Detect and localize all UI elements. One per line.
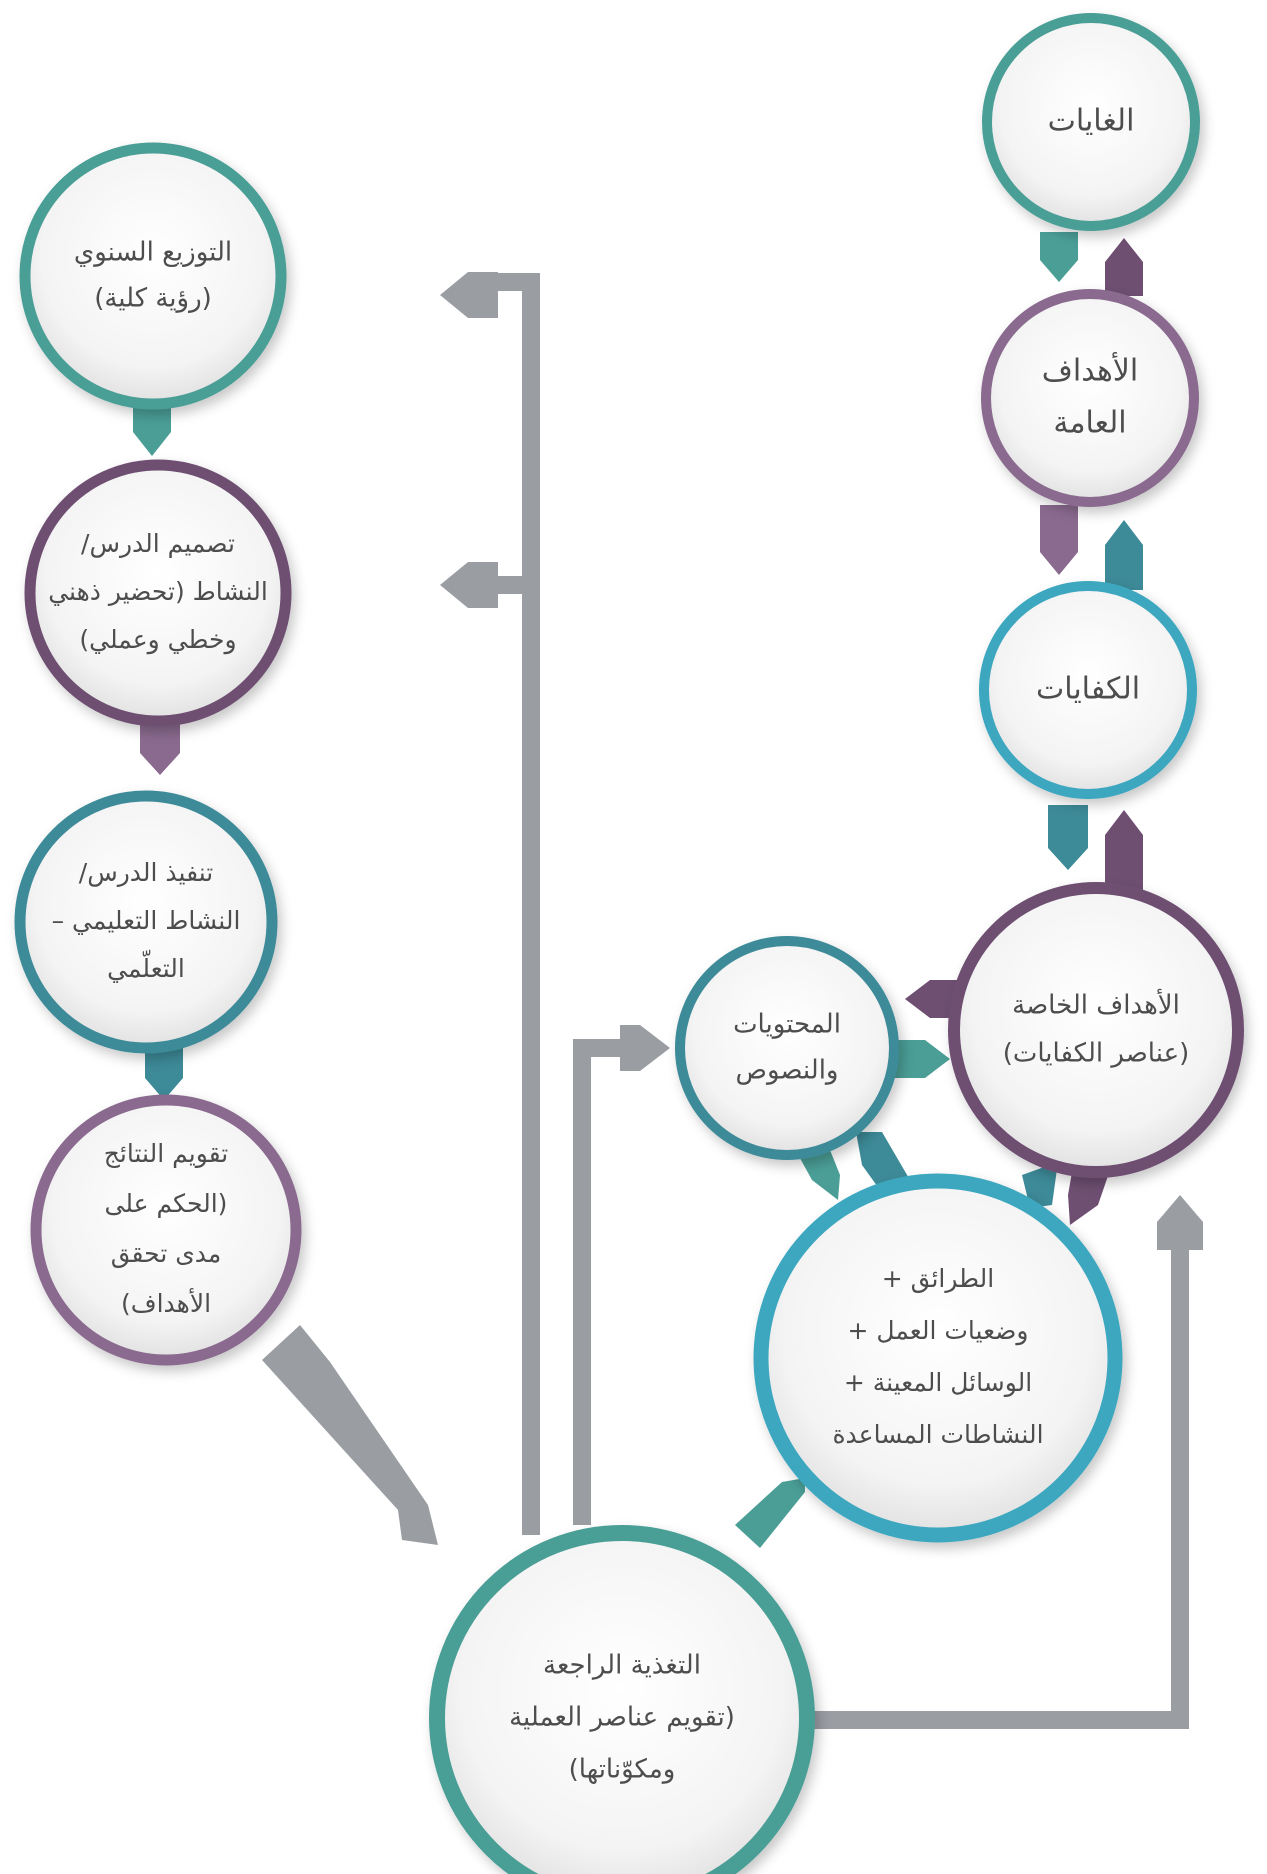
node-circle: [675, 936, 899, 1160]
node-label-line: الأهداف الخاصة: [1012, 988, 1180, 1021]
node-label-line: (رؤية كلية): [94, 284, 212, 314]
node-circle: [429, 1525, 815, 1874]
node-circle: [981, 289, 1199, 507]
node-goals: الغايات: [982, 13, 1200, 231]
node-circle: [982, 13, 1200, 231]
node-label-line: وضعيات العمل +: [848, 1316, 1029, 1346]
arrow-feedback-to-methods: [735, 1478, 805, 1548]
node-circle: [979, 581, 1197, 799]
node-label-line: (عناصر الكفايات): [1003, 1039, 1189, 1069]
gray-arrowheads: [262, 272, 1203, 1545]
node-label-line: المحتويات: [733, 1010, 841, 1040]
node-label-line: مدى تحقق: [111, 1239, 222, 1268]
node-label-line: تقويم النتائج: [104, 1139, 228, 1169]
node-lesson-design: تصميم الدرس/النشاط (تحضير ذهني وخطي وعملي…: [24, 459, 292, 727]
node-circle: [753, 1173, 1123, 1543]
node-label-line: الأهداف: [1042, 351, 1138, 389]
arrow-methods-to-contents: [856, 1132, 910, 1190]
nodes: الغايات الأهداف العامة الكفايات الأهداف الخا…: [14, 13, 1244, 1874]
node-specific-objectives: الأهداف الخاصة (عناصر الكفايات): [948, 882, 1244, 1178]
node-contents: المحتويات والنصوص: [675, 936, 899, 1160]
node-lesson-execution: تنفيذ الدرس/النشاط التعليمي – التعلّمي: [14, 790, 278, 1054]
node-label-line: تصميم الدرس/: [81, 529, 235, 559]
arrow-to-contents: [620, 1025, 670, 1071]
node-label-line: الغايات: [1048, 104, 1135, 139]
arrow-evaluation-to-feedback: [262, 1325, 438, 1545]
arrow-competencies-to-specific: [1048, 805, 1088, 870]
node-label-line: النشاط التعليمي –: [52, 906, 241, 935]
node-label-line: الأهداف): [121, 1287, 211, 1318]
node-circle: [948, 882, 1244, 1178]
node-label-line: الوسائل المعينة +: [844, 1368, 1032, 1397]
node-label-line: النشاطات المساعدة: [832, 1420, 1043, 1449]
node-label-line: تنفيذ الدرس/: [79, 858, 214, 887]
node-label-line: ومكوّناتها): [569, 1755, 676, 1785]
node-label-line: الطرائق +: [882, 1264, 995, 1293]
node-label-line: النشاط (تحضير ذهني: [48, 577, 268, 606]
node-circle: [30, 1094, 302, 1366]
node-general-objectives: الأهداف العامة: [981, 289, 1199, 507]
arrow-competencies-to-general: [1105, 520, 1143, 590]
node-results-evaluation: تقويم النتائج (الحكم على مدى تحقق الأهداف): [30, 1094, 302, 1366]
arrow-methods-to-specific: [1022, 1162, 1058, 1208]
node-label-line: التغذية الراجعة: [543, 1651, 701, 1681]
feedback-to-contents-line: [573, 1039, 640, 1525]
node-label-line: التعلّمي: [107, 950, 185, 983]
arrow-general-to-goals: [1105, 238, 1143, 296]
node-label-line: الكفايات: [1036, 672, 1140, 707]
arrow-contents-to-specific: [892, 1040, 950, 1078]
feedback-to-methods-line: [800, 1240, 1189, 1729]
node-feedback: التغذية الراجعة (تقويم عناصر العملية ومكوّ…: [429, 1525, 815, 1874]
node-label-line: (تقويم عناصر العملية: [509, 1703, 735, 1733]
node-circle: [24, 459, 292, 727]
feedback-to-left-column-line: [485, 273, 540, 1535]
arrow-specific-to-competencies: [1105, 810, 1143, 890]
node-label-line: (الحكم على: [105, 1189, 228, 1219]
node-label-line: والنصوص: [736, 1056, 839, 1086]
arrow-execution-to-evaluation: [145, 1045, 183, 1100]
arrow-to-methods: [1157, 1195, 1203, 1250]
node-label-line: التوزيع السنوي: [74, 238, 232, 268]
arrow-to-annual-distribution: [440, 272, 498, 318]
node-competencies: الكفايات: [979, 581, 1197, 799]
node-methods: الطرائق + وضعيات العمل + الوسائل المعينة +…: [753, 1173, 1123, 1543]
arrow-design-to-execution: [140, 718, 180, 775]
arrow-to-lesson-design: [440, 562, 498, 608]
node-circle: [14, 790, 278, 1054]
node-annual-distribution: التوزيع السنوي (رؤية كلية): [19, 142, 287, 410]
node-label-line: العامة: [1053, 406, 1126, 441]
node-circle: [19, 142, 287, 410]
arrow-general-to-competencies: [1040, 505, 1078, 575]
arrow-annual-to-design: [133, 403, 171, 456]
node-label-line: وخطي وعملي): [79, 625, 236, 655]
arrow-goals-to-general: [1040, 232, 1078, 282]
